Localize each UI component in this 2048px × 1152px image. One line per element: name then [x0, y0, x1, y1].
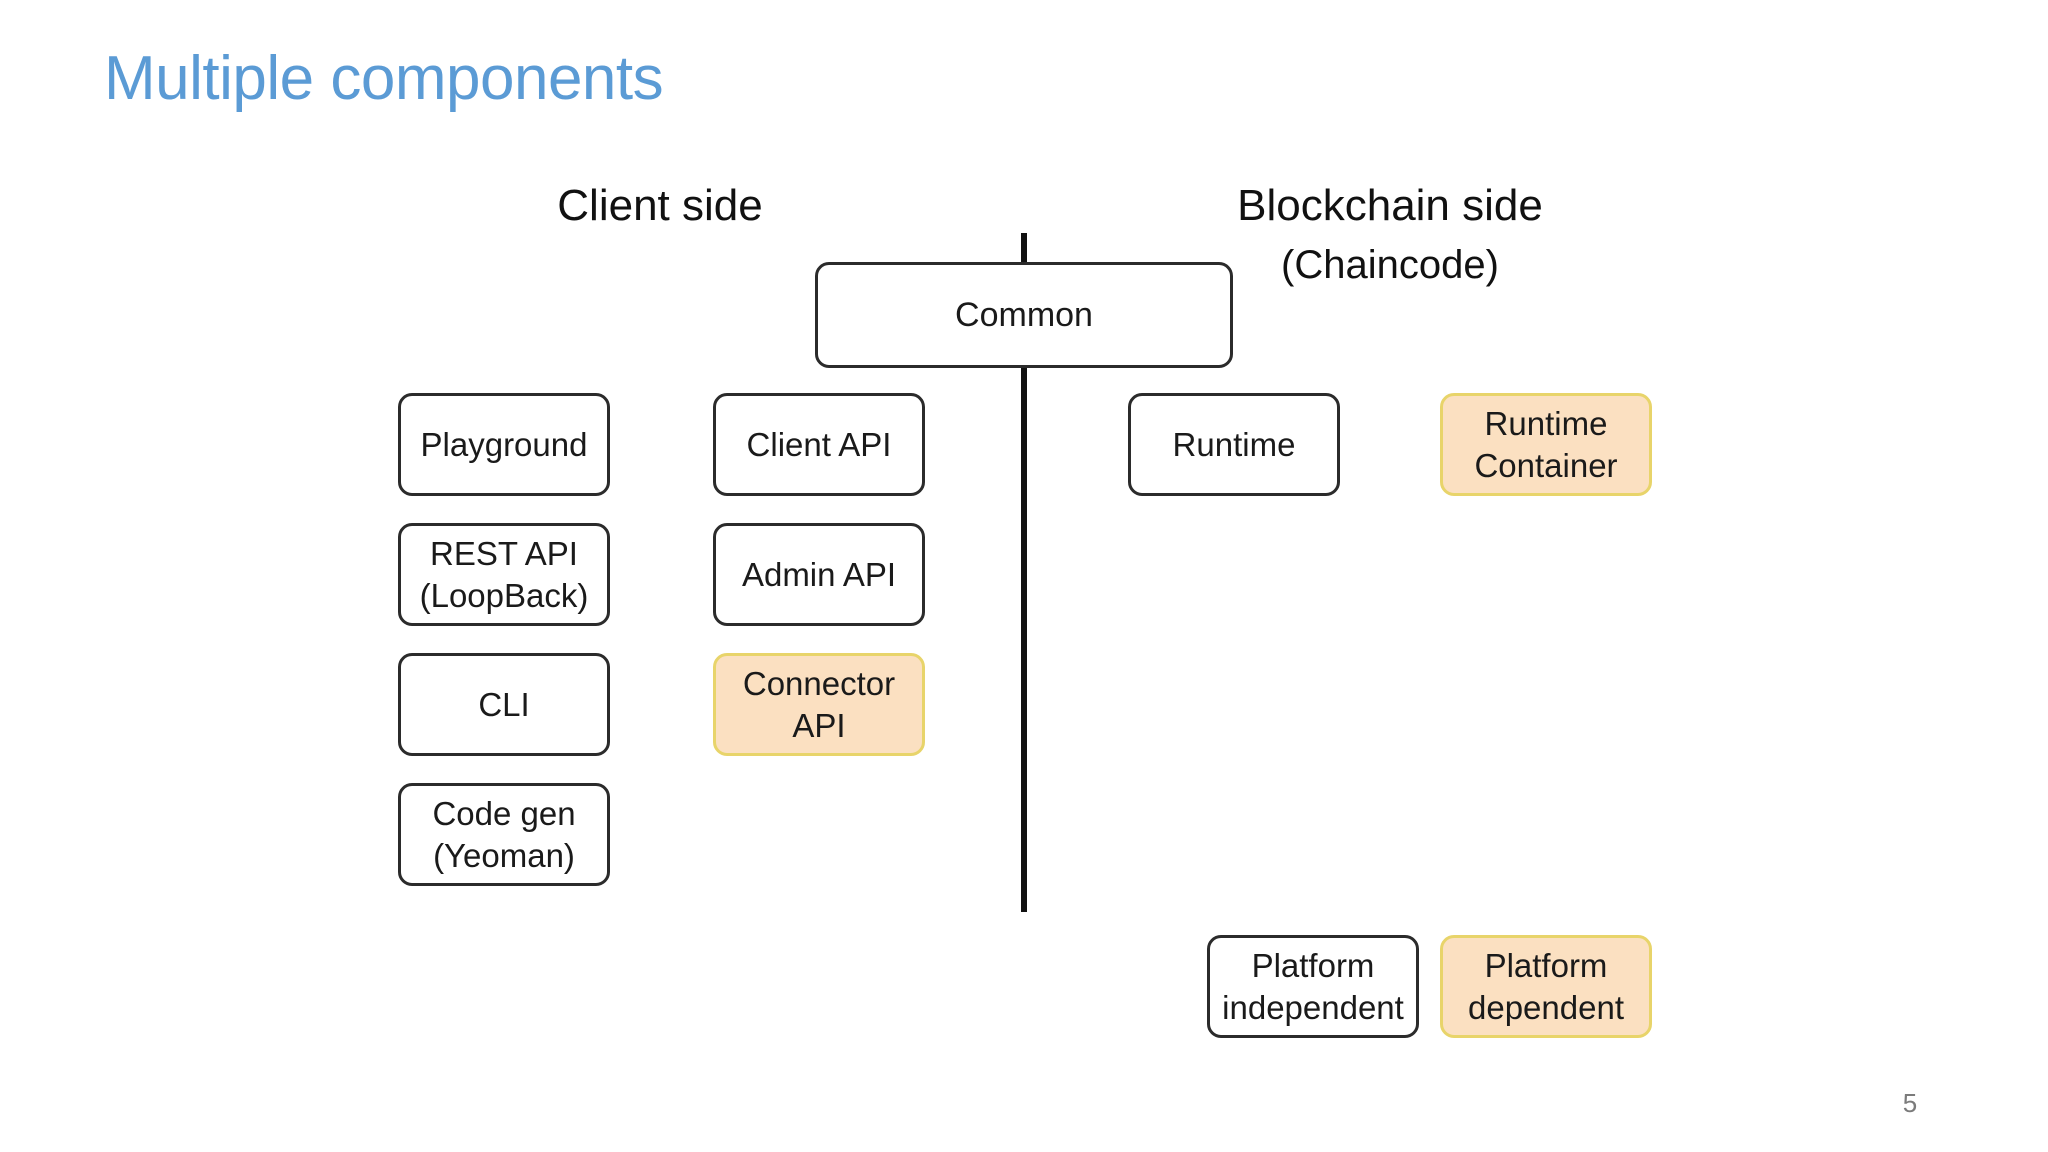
- node-runtime-container[interactable]: Runtime Container: [1440, 393, 1652, 496]
- page-number: 5: [1902, 1088, 1918, 1118]
- page-title: Multiple components: [104, 44, 664, 113]
- node-playground[interactable]: Playground: [398, 393, 610, 496]
- vertical-divider-line: [1021, 233, 1027, 912]
- node-client-api[interactable]: Client API: [713, 393, 925, 496]
- client-side-heading: Client side: [557, 181, 763, 230]
- node-admin-api[interactable]: Admin API: [713, 523, 925, 626]
- node-rest-api[interactable]: REST API (LoopBack): [398, 523, 610, 626]
- node-common[interactable]: Common: [815, 262, 1233, 368]
- legend-platform-dependent: Platform dependent: [1440, 935, 1652, 1038]
- blockchain-side-heading: Blockchain side: [1237, 181, 1543, 230]
- node-connector-api[interactable]: Connector API: [713, 653, 925, 756]
- blockchain-side-subheading: (Chaincode): [1281, 243, 1499, 287]
- node-cli[interactable]: CLI: [398, 653, 610, 756]
- node-code-gen[interactable]: Code gen (Yeoman): [398, 783, 610, 886]
- legend-platform-independent: Platform independent: [1207, 935, 1419, 1038]
- node-runtime[interactable]: Runtime: [1128, 393, 1340, 496]
